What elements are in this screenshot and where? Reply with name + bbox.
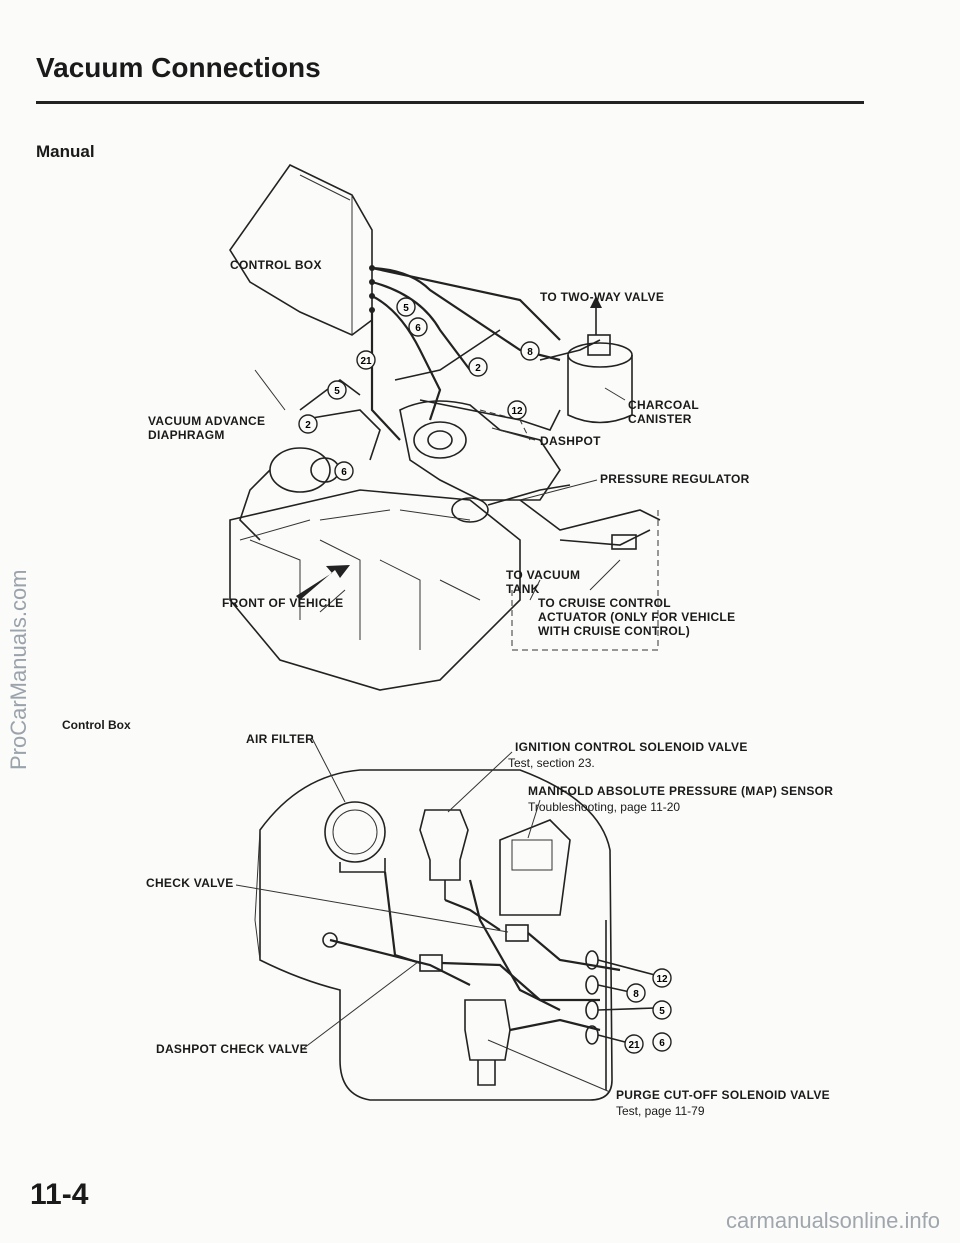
cruise-dashed-box: [511, 510, 659, 651]
air-filter: [324, 801, 386, 863]
control-box-housing: [259, 769, 613, 1101]
label-cruise-1: TO CRUISE CONTROL: [538, 596, 671, 610]
svg-text:8: 8: [527, 347, 533, 358]
label-vacuum-advance-1: VACUUM ADVANCE: [148, 414, 266, 428]
svg-text:12: 12: [511, 406, 523, 417]
svg-text:2: 2: [305, 420, 311, 431]
svg-text:21: 21: [360, 356, 372, 367]
hose-2: [371, 280, 471, 371]
label-charcoal-2: CANISTER: [628, 412, 692, 426]
label-ignition-valve: IGNITION CONTROL SOLENOID VALVE: [515, 740, 748, 754]
bottom-watermark: carmanualsonline.info: [725, 1208, 940, 1233]
check-valve: [505, 924, 529, 942]
throttle-body: [399, 400, 561, 501]
svg-text:6: 6: [341, 467, 347, 478]
label-air-filter: AIR FILTER: [246, 732, 315, 746]
callouts-top: 5 6 21 2 8 12 5 2 6: [298, 297, 540, 481]
svg-text:6: 6: [659, 1038, 665, 1049]
purge-solenoid: [464, 999, 511, 1061]
label-dashpot-check-valve: DASHPOT CHECK VALVE: [156, 1042, 308, 1056]
label-map-trouble: Troubleshooting, page 11-20: [528, 800, 681, 814]
svg-text:5: 5: [403, 303, 409, 314]
label-vacuum-advance-2: DIAPHRAGM: [148, 428, 225, 442]
label-front-of-vehicle: FRONT OF VEHICLE: [222, 596, 344, 610]
hose-6: [371, 295, 442, 421]
side-watermark: ProCarManuals.com: [6, 569, 31, 770]
label-dashpot: DASHPOT: [540, 434, 601, 448]
front-arrow: [296, 565, 350, 600]
label-vacuum-tank-1: TO VACUUM: [506, 568, 581, 582]
label-cruise-2: ACTUATOR (ONLY FOR VEHICLE: [538, 610, 736, 624]
svg-text:21: 21: [628, 1040, 640, 1051]
map-sensor: [499, 819, 571, 916]
page-number: 11-4: [30, 1178, 89, 1211]
svg-text:2: 2: [475, 363, 481, 374]
svg-text:6: 6: [415, 323, 421, 334]
label-pressure-regulator: PRESSURE REGULATOR: [600, 472, 750, 486]
title-rule: [36, 101, 864, 104]
section-label-manual: Manual: [36, 142, 95, 161]
label-map-sensor: MANIFOLD ABSOLUTE PRESSURE (MAP) SENSOR: [528, 784, 834, 798]
label-cruise-3: WITH CRUISE CONTROL): [538, 624, 690, 638]
distributor: [269, 447, 331, 493]
svg-text:12: 12: [656, 974, 668, 985]
label-purge-test: Test, page 11-79: [616, 1104, 705, 1118]
label-charcoal-1: CHARCOAL: [628, 398, 700, 412]
section-label-control-box: Control Box: [62, 718, 131, 732]
svg-text:5: 5: [659, 1006, 665, 1017]
label-check-valve: CHECK VALVE: [146, 876, 234, 890]
page-title: Vacuum Connections: [36, 52, 321, 83]
ignition-solenoid: [419, 809, 469, 881]
callouts-bottom: 12 8 5 21 6: [624, 968, 672, 1054]
engine-block: [229, 489, 521, 691]
hose-21: [370, 310, 401, 441]
svg-text:8: 8: [633, 989, 639, 1000]
control-box-body: [229, 163, 373, 336]
svg-text:5: 5: [334, 386, 340, 397]
label-two-way-valve: TO TWO-WAY VALVE: [540, 290, 665, 304]
label-ignition-test: Test, section 23.: [508, 756, 595, 770]
label-purge-valve: PURGE CUT-OFF SOLENOID VALVE: [616, 1088, 830, 1102]
label-vacuum-tank-2: TANK: [506, 582, 540, 596]
label-control-box: CONTROL BOX: [230, 258, 322, 272]
